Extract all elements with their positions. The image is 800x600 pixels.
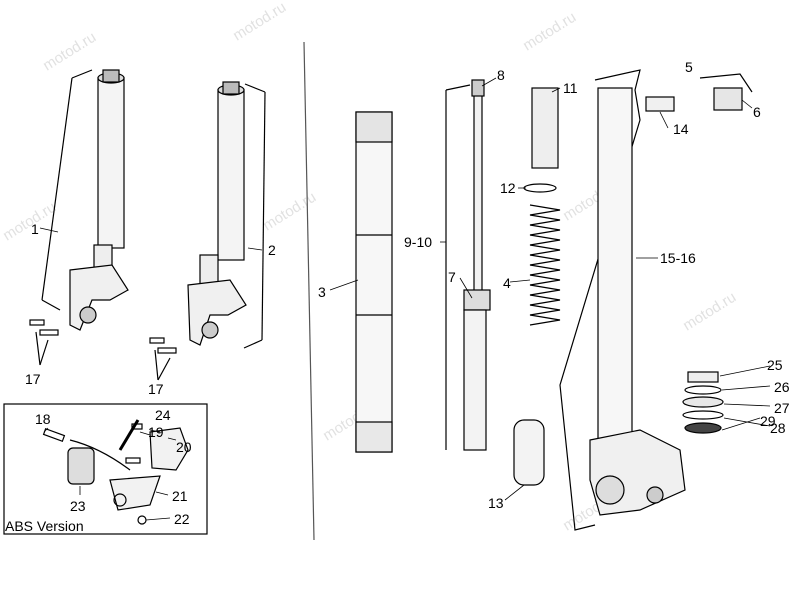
label-21: 21 bbox=[172, 488, 188, 504]
outer-leg-15-16 bbox=[559, 69, 686, 531]
label-26: 26 bbox=[774, 379, 790, 395]
label-18: 18 bbox=[35, 411, 51, 427]
part-14 bbox=[645, 96, 675, 112]
label-11: 11 bbox=[563, 80, 578, 96]
label-12: 12 bbox=[500, 180, 516, 196]
fork-assembly-left bbox=[41, 69, 129, 331]
label-29: 29 bbox=[760, 413, 776, 429]
seal-stack bbox=[682, 371, 724, 434]
label-8: 8 bbox=[497, 67, 505, 83]
label-7: 7 bbox=[448, 269, 456, 285]
label-17b: 17 bbox=[148, 381, 164, 397]
label-27: 27 bbox=[774, 400, 790, 416]
label-13: 13 bbox=[488, 495, 504, 511]
ring-12 bbox=[523, 183, 557, 193]
label-17a: 17 bbox=[25, 371, 41, 387]
label-19: 19 bbox=[148, 424, 164, 440]
label-24: 24 bbox=[155, 407, 171, 423]
label-28: 28 bbox=[770, 420, 786, 436]
part-13 bbox=[513, 419, 545, 486]
label-20: 20 bbox=[176, 439, 192, 455]
label-4: 4 bbox=[503, 275, 511, 291]
label-23: 23 bbox=[70, 498, 86, 514]
part-5-bracket bbox=[699, 73, 753, 93]
label-25: 25 bbox=[767, 357, 783, 373]
part-11 bbox=[531, 87, 559, 169]
label-15-16: 15-16 bbox=[660, 250, 696, 266]
abs-parts bbox=[42, 419, 189, 525]
fork-assembly-right bbox=[187, 81, 266, 349]
leader-lines bbox=[39, 77, 771, 521]
label-6: 6 bbox=[753, 104, 761, 120]
spring-4 bbox=[529, 204, 561, 326]
cartridge-9-10 bbox=[445, 79, 491, 451]
label-1: 1 bbox=[31, 221, 39, 237]
bolts-17 bbox=[29, 319, 177, 381]
label-2: 2 bbox=[268, 242, 276, 258]
part-6 bbox=[713, 87, 743, 111]
label-5: 5 bbox=[685, 59, 693, 75]
abs-version-box bbox=[3, 403, 208, 535]
abs-version-title: ABS Version bbox=[5, 518, 84, 534]
label-22: 22 bbox=[174, 511, 190, 527]
label-9-10: 9-10 bbox=[404, 234, 433, 250]
label-14: 14 bbox=[673, 121, 689, 137]
outer-tube-3 bbox=[355, 111, 393, 453]
label-3: 3 bbox=[318, 284, 326, 300]
